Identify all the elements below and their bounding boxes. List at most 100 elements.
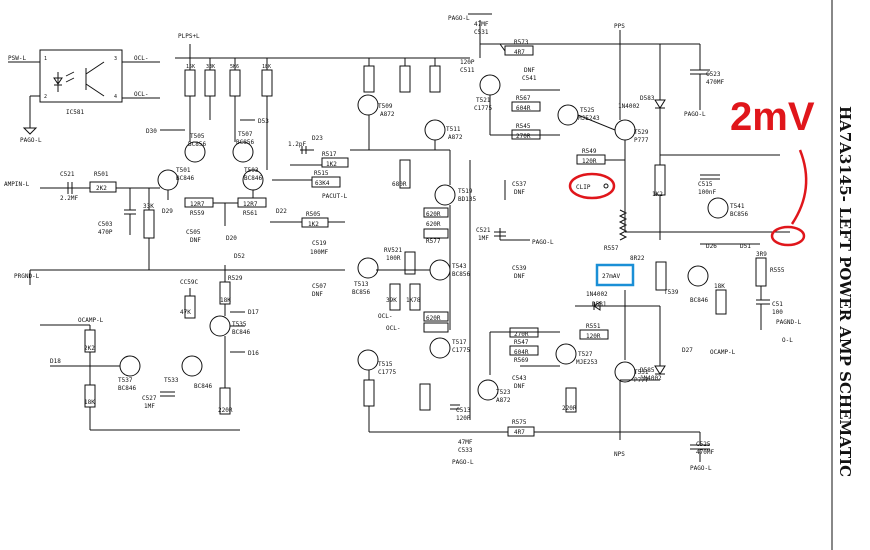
c541-ref: C541 [522, 75, 537, 82]
d581-ref: D581 [592, 301, 607, 308]
c511-val: 120P [460, 59, 475, 66]
c527-ref: C527 [142, 395, 157, 402]
c507-ref: C507 [312, 283, 327, 290]
pago-top-label: PAGO-L [448, 15, 470, 22]
t539-ref: T539 [664, 289, 679, 296]
r553-val: 220R [562, 405, 577, 412]
r505-ref: R505 [306, 211, 321, 218]
prgnd-label: PRGND-L [14, 273, 40, 280]
c523-ref: C523 [706, 71, 721, 78]
t511-part: A872 [448, 134, 463, 141]
t525-ref: T525 [580, 107, 595, 114]
node-d30: D30 [146, 128, 157, 135]
r501-ref: R501 [94, 171, 109, 178]
pago-right-label: PAGO-L [684, 111, 706, 118]
r517-val: 1K2 [326, 161, 337, 168]
c51-ref: C51 [772, 301, 783, 308]
c525-ref: C525 [696, 441, 711, 448]
r517-ref: R517 [322, 151, 337, 158]
c503-ref: C503 [98, 221, 113, 228]
d583-part: 1N4002 [618, 103, 640, 110]
r551-val: 120R [586, 333, 601, 340]
voltage-annotation-text: 2mV [730, 95, 815, 139]
node-d18: D18 [50, 358, 61, 365]
d585-ref: D585 [640, 367, 655, 374]
t533-ref: T533 [164, 377, 179, 384]
r519-val: 680R [392, 181, 407, 188]
c523-val: 470MF [706, 79, 724, 86]
r563-val: 1K78 [406, 297, 421, 304]
pacut-label: PACUT-L [322, 193, 348, 200]
opto-ocl1-label: OCL- [134, 55, 148, 62]
t511-ref: T511 [446, 126, 461, 133]
cc59c-label: CC59C [180, 279, 198, 286]
r569-val: 604R [514, 349, 529, 356]
t515-part: C1775 [378, 369, 396, 376]
t513-part: BC856 [352, 289, 370, 296]
schematic-title: HA7A3145- LEFT POWER AMP SCHEMATIC [836, 106, 854, 477]
c521a-val: 2.2MF [60, 195, 78, 202]
r503-val: 33K [143, 203, 154, 210]
ocl-a-label: OCL- [378, 313, 392, 320]
c513-val: 120P [456, 415, 471, 422]
ocamp-right-label: OCAMP-L [710, 349, 736, 356]
overcurrent-block [40, 265, 245, 431]
t519-part: BD135 [458, 196, 476, 203]
t531-ref: T531 [634, 369, 649, 376]
plps-label: PLPS+L [178, 33, 200, 40]
node-d29: D29 [162, 208, 173, 215]
r545-val: 270R [516, 133, 531, 140]
r505-val: 1K2 [308, 221, 319, 228]
c505-ref: C505 [186, 229, 201, 236]
r537-val: 2K2 [84, 345, 95, 352]
t501-ref: T501 [176, 167, 191, 174]
node-d26: D26 [706, 243, 717, 250]
r527-val: 18K [714, 283, 725, 290]
c507-val: DNF [312, 291, 323, 298]
current-highlight-text: 27mAV [602, 273, 620, 280]
c51-val: 100 [772, 309, 783, 316]
c509-val: 1.2pF [288, 141, 306, 148]
c541-val: DNF [524, 67, 535, 74]
ocl-b-label: OCL- [386, 325, 400, 332]
t521-ref: T521 [476, 97, 491, 104]
t515-ref: T515 [378, 361, 393, 368]
r573-ref: R573 [514, 39, 529, 46]
voltage-annotation [770, 149, 808, 247]
r521-val: 620R [426, 211, 441, 218]
t523-ref: T523 [496, 389, 511, 396]
c539-val: DNF [514, 273, 525, 280]
node-d17: D17 [248, 309, 259, 316]
t541-part: BC856 [730, 211, 748, 218]
r567-val: 604R [516, 105, 531, 112]
r549-val: 120R [582, 158, 597, 165]
r523-val: 620R [426, 221, 441, 228]
c537-ref: C537 [512, 181, 527, 188]
c519-ref: C519 [312, 240, 327, 247]
node-d52: D52 [234, 253, 245, 260]
c531-val: 47MF [474, 21, 489, 28]
diff-pair [157, 58, 349, 228]
t537-ref: T537 [118, 377, 133, 384]
r529-val: 18K [220, 297, 231, 304]
r549-ref: R549 [582, 148, 597, 155]
vas-bottom [357, 337, 460, 433]
r579-val: 620R [426, 315, 441, 322]
c537-val: DNF [514, 189, 525, 196]
t523-part: A872 [496, 397, 511, 404]
r567-ref: R567 [516, 95, 531, 102]
r577-ref: R577 [426, 238, 441, 245]
current-highlight-box [595, 263, 635, 287]
r555-ref: R555 [770, 267, 785, 274]
t525-part: MJE243 [578, 115, 600, 122]
r575-val: 4R7 [514, 429, 525, 436]
output-lower [477, 290, 666, 437]
r507-val: 15K [186, 64, 195, 70]
r551-ref: R551 [586, 323, 601, 330]
c543-val: DNF [514, 383, 525, 390]
clip-label: CLIP [576, 184, 591, 191]
r501-val: 2K2 [96, 185, 107, 192]
opto-pago-label: PAGO-L [20, 137, 42, 144]
t539-part: BC846 [690, 297, 708, 304]
opto-ocl2-label: OCL- [134, 91, 148, 98]
